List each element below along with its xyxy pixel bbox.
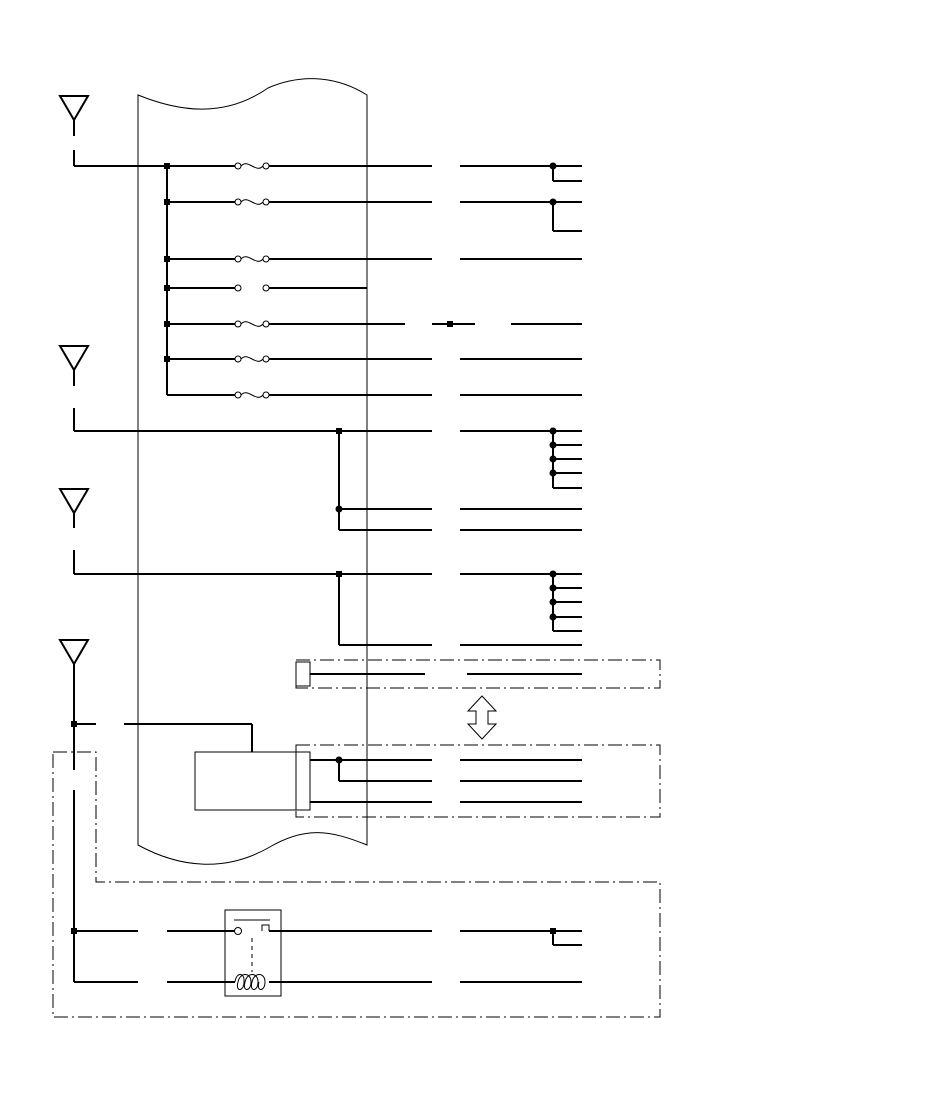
power-bus-1 (74, 163, 170, 395)
battery-terminal-icon (58, 345, 90, 431)
fuse-icon (234, 198, 270, 206)
connector-box-b (295, 744, 661, 818)
relay-icon (224, 909, 282, 997)
control-module (124, 723, 297, 811)
fuse-row-6 (167, 355, 582, 363)
open-fuse-slot-icon (234, 284, 270, 292)
fuse-icon (234, 355, 270, 363)
splice-dot-icon (550, 928, 556, 934)
fuse-row-7 (167, 391, 582, 399)
fuse-row-2 (167, 198, 582, 232)
fuse-icon (234, 391, 270, 399)
connector-box-a (295, 659, 661, 689)
fuse-icon (234, 162, 270, 170)
fuse-row-4-open (167, 284, 367, 292)
fuse-row-3 (167, 255, 582, 263)
power-bus-4 (71, 690, 582, 983)
battery-terminal-icon (58, 488, 90, 574)
battery-terminal-icon (58, 639, 90, 690)
splice-dot-icon (71, 721, 77, 727)
battery-terminal-icon (58, 95, 90, 166)
fuse-icon (234, 255, 270, 263)
power-bus-3 (74, 570, 582, 646)
double-arrow-icon (466, 695, 498, 740)
splice-dot-icon (447, 321, 453, 327)
fuse-row-5 (167, 320, 582, 328)
junction-block (137, 78, 368, 865)
power-bus-2 (74, 427, 582, 531)
fuse-row-1 (167, 162, 582, 182)
fuse-icon (234, 320, 270, 328)
relay-enclosure (52, 751, 661, 1018)
